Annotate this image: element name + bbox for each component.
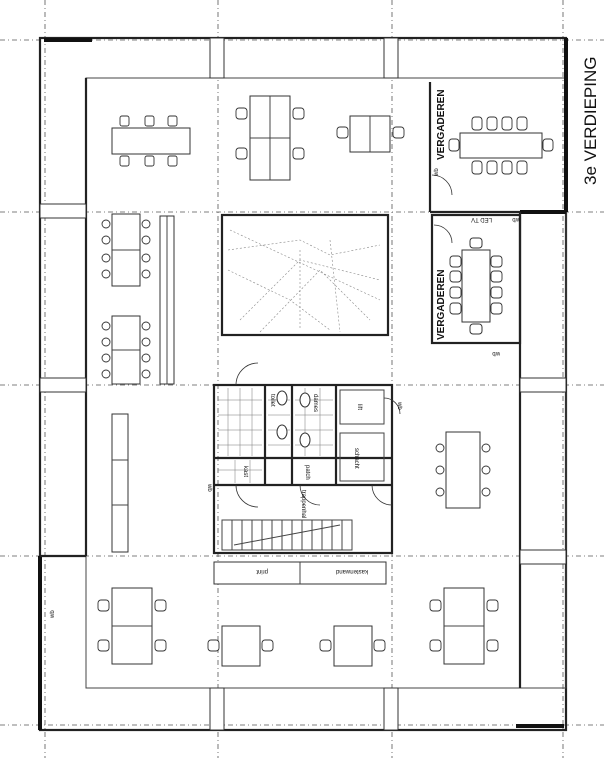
floor-label: 3e VERDIEPING	[581, 57, 600, 186]
trappenhal-label: trappenhal	[300, 490, 306, 518]
wb-meet-bottom-label: wb	[492, 350, 501, 356]
lift-label: lift	[356, 404, 362, 410]
workstations	[97, 95, 499, 667]
meeting-top-label: VERGADEREN	[436, 89, 447, 160]
kastenwand-label: kastenwand	[336, 568, 368, 574]
outer-walls	[38, 36, 568, 732]
print-label: print	[256, 568, 268, 574]
led-tv-label: LED TV	[471, 216, 492, 222]
wb-left-label: wb	[50, 610, 56, 619]
wb-top-label: wb	[434, 168, 440, 177]
dames-label: dames	[312, 394, 318, 412]
patch-label: patch	[304, 465, 310, 480]
schacht-label: schacht	[353, 448, 359, 469]
wb-core-right-label: wb	[396, 401, 402, 410]
meeting-mid-label: VERGADEREN	[436, 269, 447, 340]
core-block	[212, 362, 401, 585]
meeting-room-mid	[430, 213, 522, 345]
wb-meet-top-label: wb	[512, 216, 521, 222]
core-stairs	[221, 519, 353, 551]
wb-core-left-label: wb	[206, 483, 212, 492]
toilet-label: toilet	[269, 394, 275, 407]
meeting-room-top	[428, 82, 554, 214]
kast-label: kast	[242, 466, 248, 477]
atrium-void	[220, 213, 390, 337]
labels: 3e VERDIEPING VERGADEREN VERGADEREN LED …	[50, 57, 600, 620]
